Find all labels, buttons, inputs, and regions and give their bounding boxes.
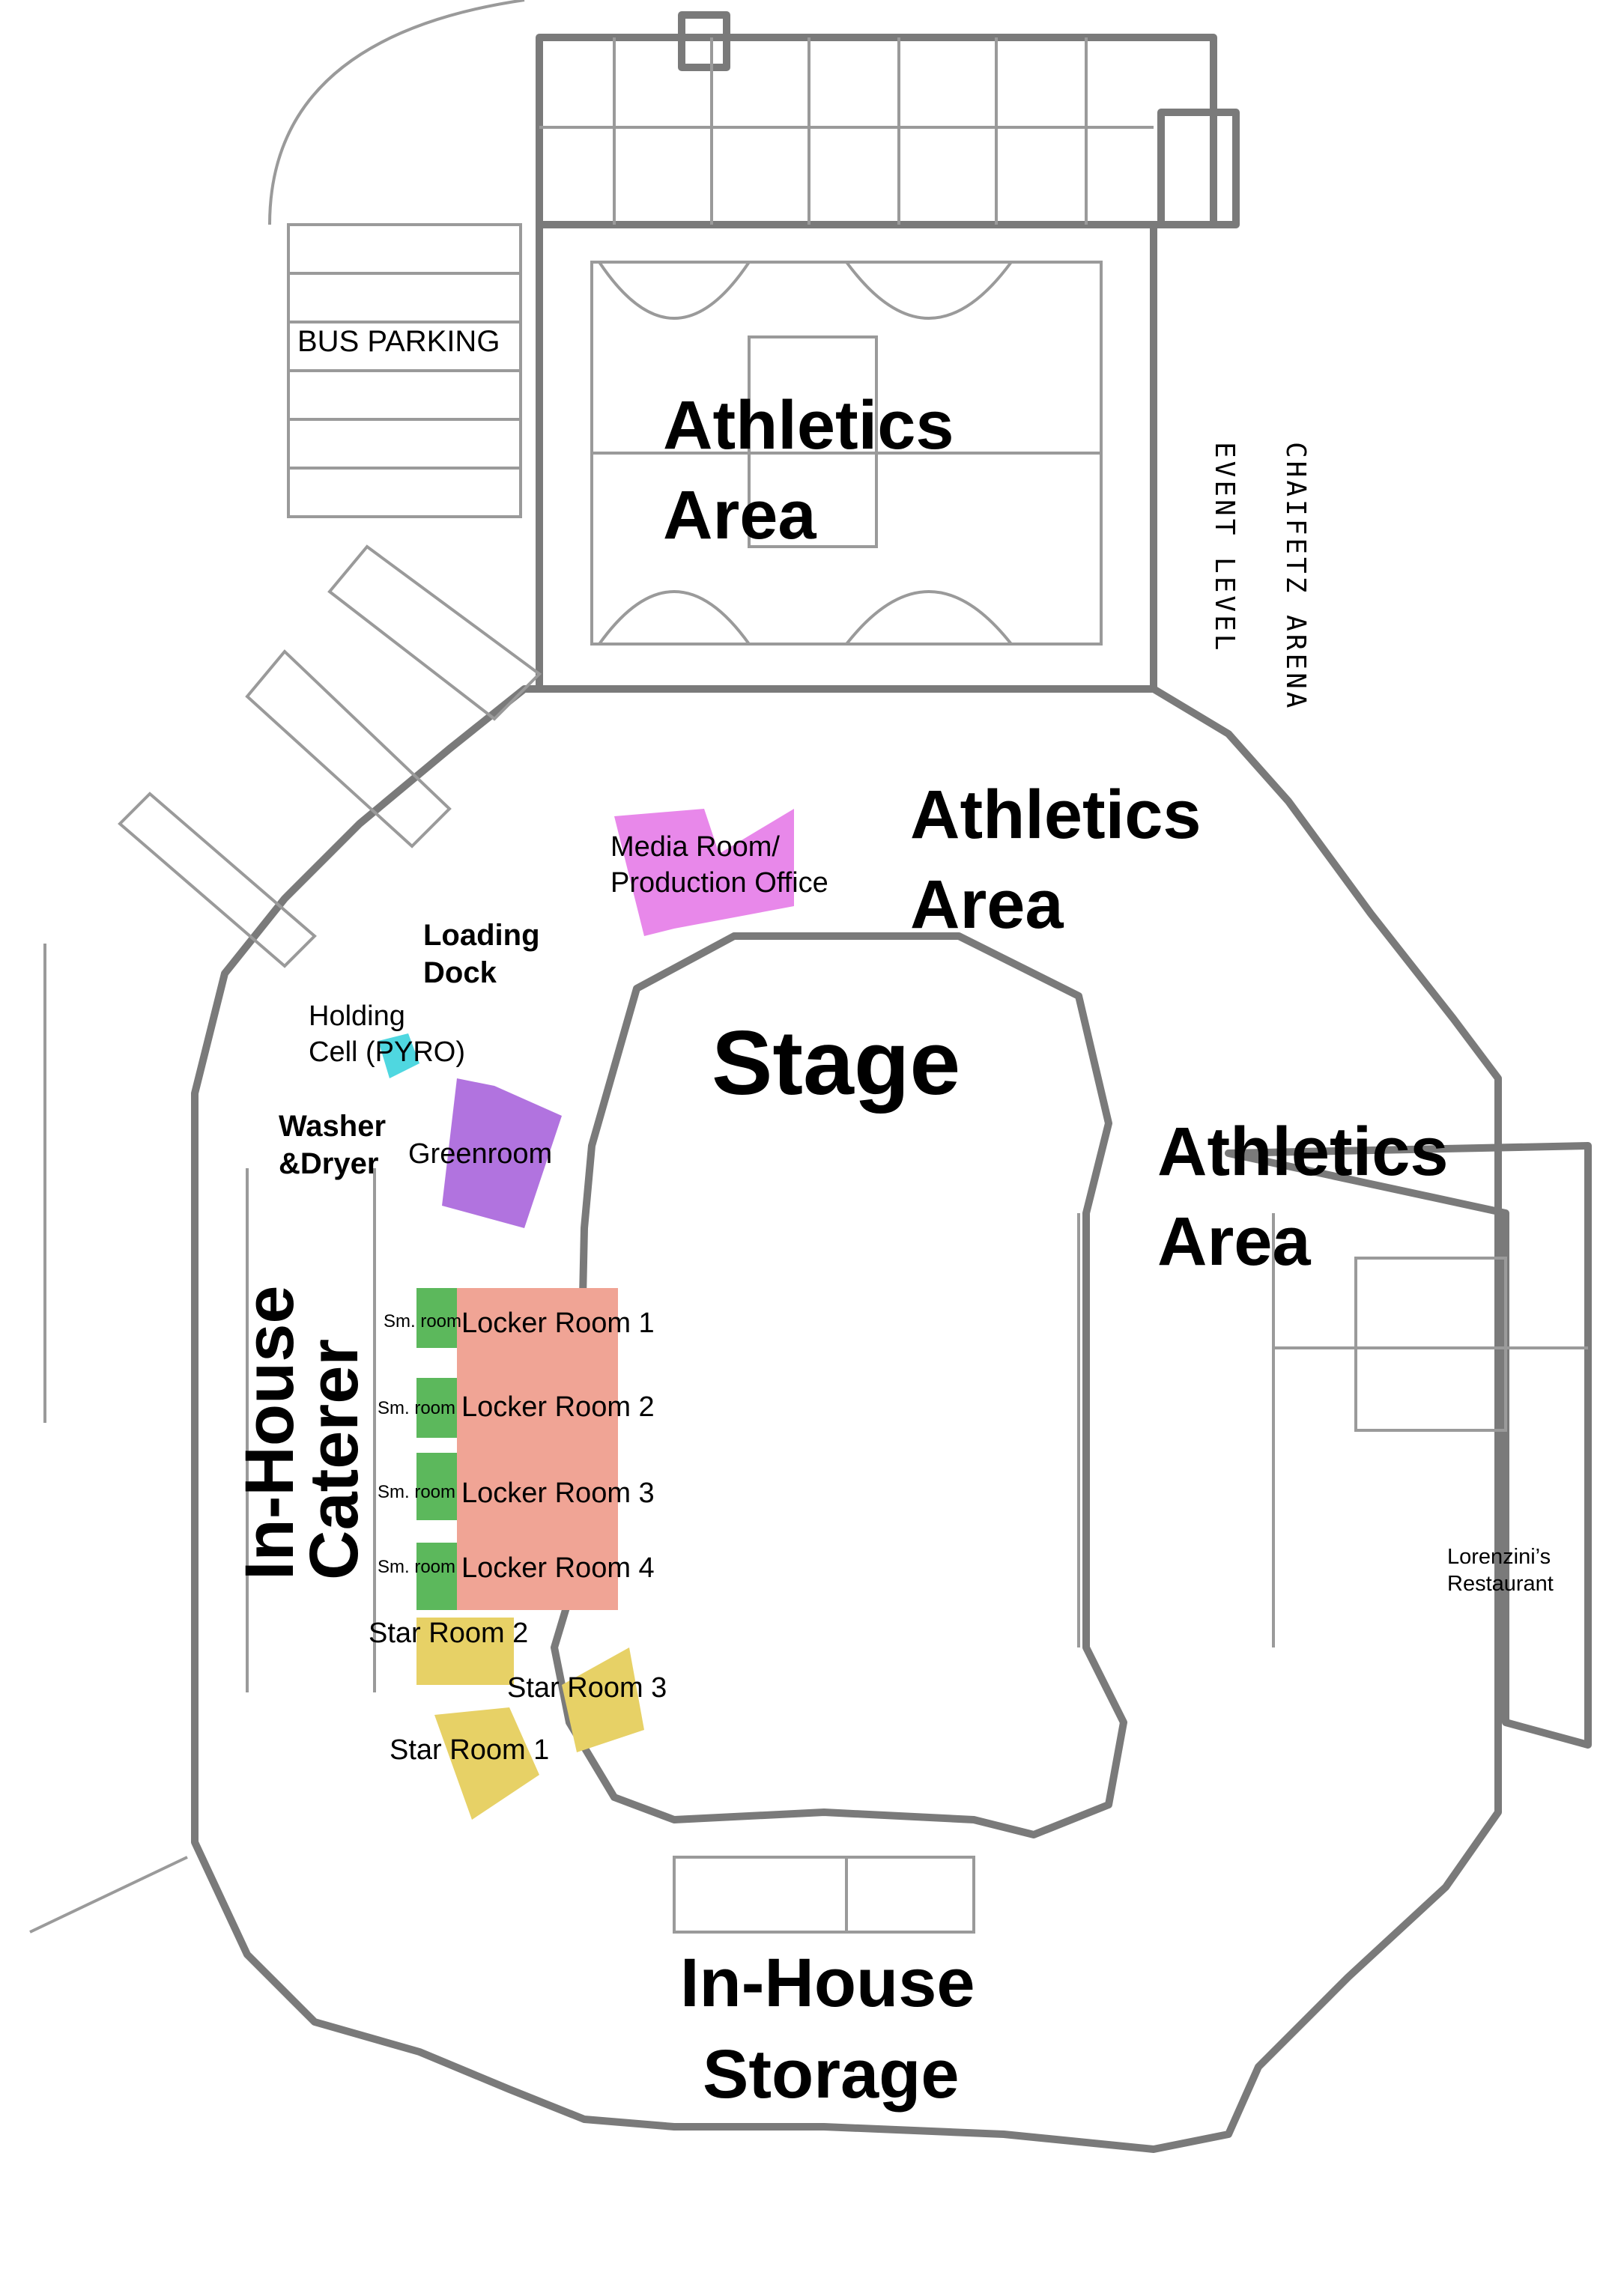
locker-room-4-area [457, 1535, 618, 1610]
greenroom-label: Greenroom [408, 1138, 553, 1170]
interior-walls [29, 0, 1588, 1934]
star-room-3-area [562, 1647, 644, 1752]
small-room-1-area [416, 1288, 457, 1348]
loading-dock-label-line2: Dock [423, 956, 497, 989]
small-room-3-area [416, 1453, 457, 1520]
athletics-area-mid-line2: Area [910, 866, 1064, 943]
athletics-area-mid-line1: Athletics [910, 777, 1202, 853]
media-room-area [614, 809, 794, 936]
small-room-3-label: Sm. room [378, 1482, 456, 1502]
small-room-1-label: Sm. room [384, 1311, 462, 1331]
holding-cell-label-line2: Cell (PYRO) [309, 1036, 466, 1068]
locker-room-3-area [457, 1449, 618, 1535]
building-walls [191, 11, 1592, 2153]
star-room-1-area [434, 1707, 539, 1820]
stage-label: Stage [712, 1012, 961, 1114]
arena-name-label: CHAIFETZ ARENA [1279, 442, 1311, 711]
locker-room-1-area [457, 1288, 618, 1370]
star-room-2-area [416, 1618, 514, 1685]
locker-room-2-area [457, 1370, 618, 1449]
locker-room-3-label: Locker Room 3 [461, 1477, 655, 1509]
small-room-2-area [416, 1378, 457, 1438]
holding-cell-area [378, 1033, 419, 1078]
locker-room-2-label: Locker Room 2 [461, 1391, 655, 1423]
star-room-1-label: Star Room 1 [390, 1734, 550, 1766]
locker-room-1-label: Locker Room 1 [461, 1308, 655, 1339]
small-room-2-label: Sm. room [378, 1398, 456, 1418]
washer-dryer-label-line1: Washer [279, 1110, 387, 1143]
locker-room-4-label: Locker Room 4 [461, 1552, 655, 1584]
greenroom-area [442, 1078, 562, 1228]
small-room-4-label: Sm. room [378, 1557, 456, 1577]
in-house-storage-line1: In-House [680, 1945, 975, 2021]
star-room-3-label: Star Room 3 [507, 1672, 667, 1704]
athletics-area-top-line1: Athletics [663, 387, 954, 464]
restaurant-label-line2: Restaurant [1447, 1572, 1554, 1596]
media-room-label-line2: Production Office [610, 867, 828, 899]
in-house-caterer-line2: Caterer [296, 1338, 372, 1580]
athletics-area-top-line2: Area [663, 477, 816, 553]
in-house-storage-line2: Storage [703, 2036, 960, 2113]
bus-parking-label: BUS PARKING [297, 325, 500, 358]
restaurant-room [1354, 1257, 1507, 1432]
event-level-label: EVENT LEVEL [1208, 442, 1240, 654]
athletics-area-right-line2: Area [1157, 1203, 1311, 1280]
holding-cell-label-line1: Holding [309, 1000, 405, 1032]
star-room-2-label: Star Room 2 [369, 1618, 529, 1649]
athletics-area-right-line1: Athletics [1157, 1114, 1449, 1190]
media-room-label-line1: Media Room/ [610, 831, 780, 863]
washer-dryer-label-line2: &Dryer [279, 1147, 379, 1180]
small-room-4-area [416, 1543, 457, 1610]
loading-dock-label-line1: Loading [423, 919, 540, 952]
restaurant-label-line1: Lorenzini’s [1447, 1545, 1551, 1569]
